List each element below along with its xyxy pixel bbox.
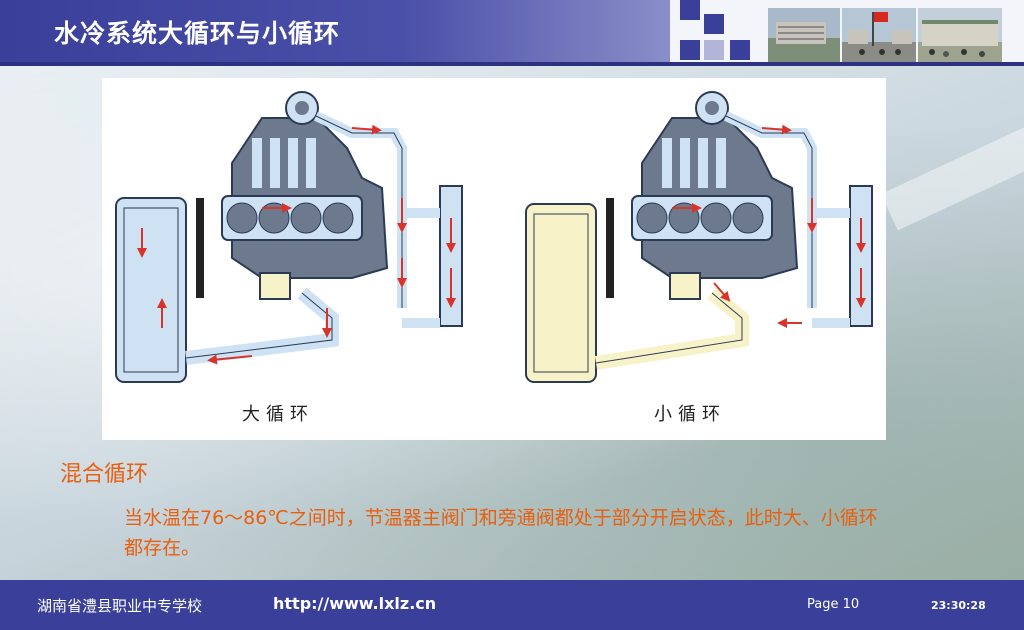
cooling-diagram: 大循环 小循环 xyxy=(102,78,886,440)
thermostat-left xyxy=(259,272,291,300)
large-circulation-diagram xyxy=(115,91,463,383)
small-circulation-diagram xyxy=(525,91,873,383)
fan-pulley-left xyxy=(196,198,204,298)
thermostat-right xyxy=(669,272,701,300)
circulation-diagram-svg xyxy=(115,91,873,383)
footer-bar: 湖南省澧县职业中专学校 http://www.lxlz.cn Page 10 2… xyxy=(0,580,1024,630)
caption-small-circulation: 小循环 xyxy=(654,404,726,425)
page-number: Page 10 xyxy=(807,597,860,612)
radiator-right xyxy=(525,203,597,383)
body-paragraph: 当水温在76～86℃之间时，节温器主阀门和旁通阀都处于部分开启状态，此时大、小循… xyxy=(124,507,878,559)
section-heading: 混合循环 xyxy=(60,462,149,487)
deco-square xyxy=(704,14,724,34)
deco-square xyxy=(680,0,700,20)
school-photo-3 xyxy=(918,8,1002,64)
fan-pulley-right xyxy=(606,198,614,298)
deco-square xyxy=(704,40,724,60)
footer-time: 23:30:28 xyxy=(931,599,986,612)
header-decoration xyxy=(670,0,1024,64)
radiator-left xyxy=(115,197,187,383)
school-photo-1 xyxy=(768,8,840,64)
deco-square xyxy=(680,40,700,60)
school-photo-2 xyxy=(842,8,916,64)
slide-title: 水冷系统大循环与小循环 xyxy=(54,19,341,48)
title-bar: 水冷系统大循环与小循环 xyxy=(0,0,670,62)
caption-large-circulation: 大循环 xyxy=(242,404,314,425)
title-divider xyxy=(0,62,1024,66)
footer-url-link[interactable]: http://www.lxlz.cn xyxy=(273,594,437,613)
footer-school-name: 湖南省澧县职业中专学校 xyxy=(37,597,203,615)
deco-square xyxy=(730,40,750,60)
